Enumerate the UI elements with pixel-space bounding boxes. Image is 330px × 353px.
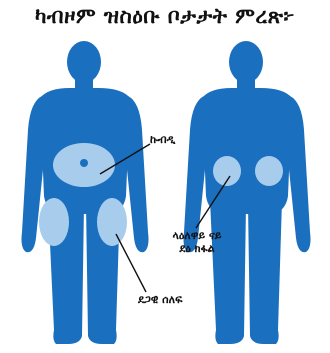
buttock-label-line-2: ደዕ ክፋል [150, 242, 244, 255]
right-buttock-injection-site [255, 156, 283, 186]
thigh-label: ደጋዊ ሰለፍ [138, 293, 182, 306]
buttock-label-line-1: ላዕለዋይ ናይ [150, 229, 244, 242]
left-thigh-injection-site [39, 198, 69, 246]
front-body-figure [22, 41, 149, 344]
right-thigh-injection-site [97, 198, 127, 246]
buttock-label: ላዕለዋይ ናይ ደዕ ክፋል [150, 229, 244, 255]
navel-marker [80, 159, 88, 167]
back-body-figure [184, 41, 311, 344]
abdomen-label: ኩብዲ [150, 133, 175, 146]
